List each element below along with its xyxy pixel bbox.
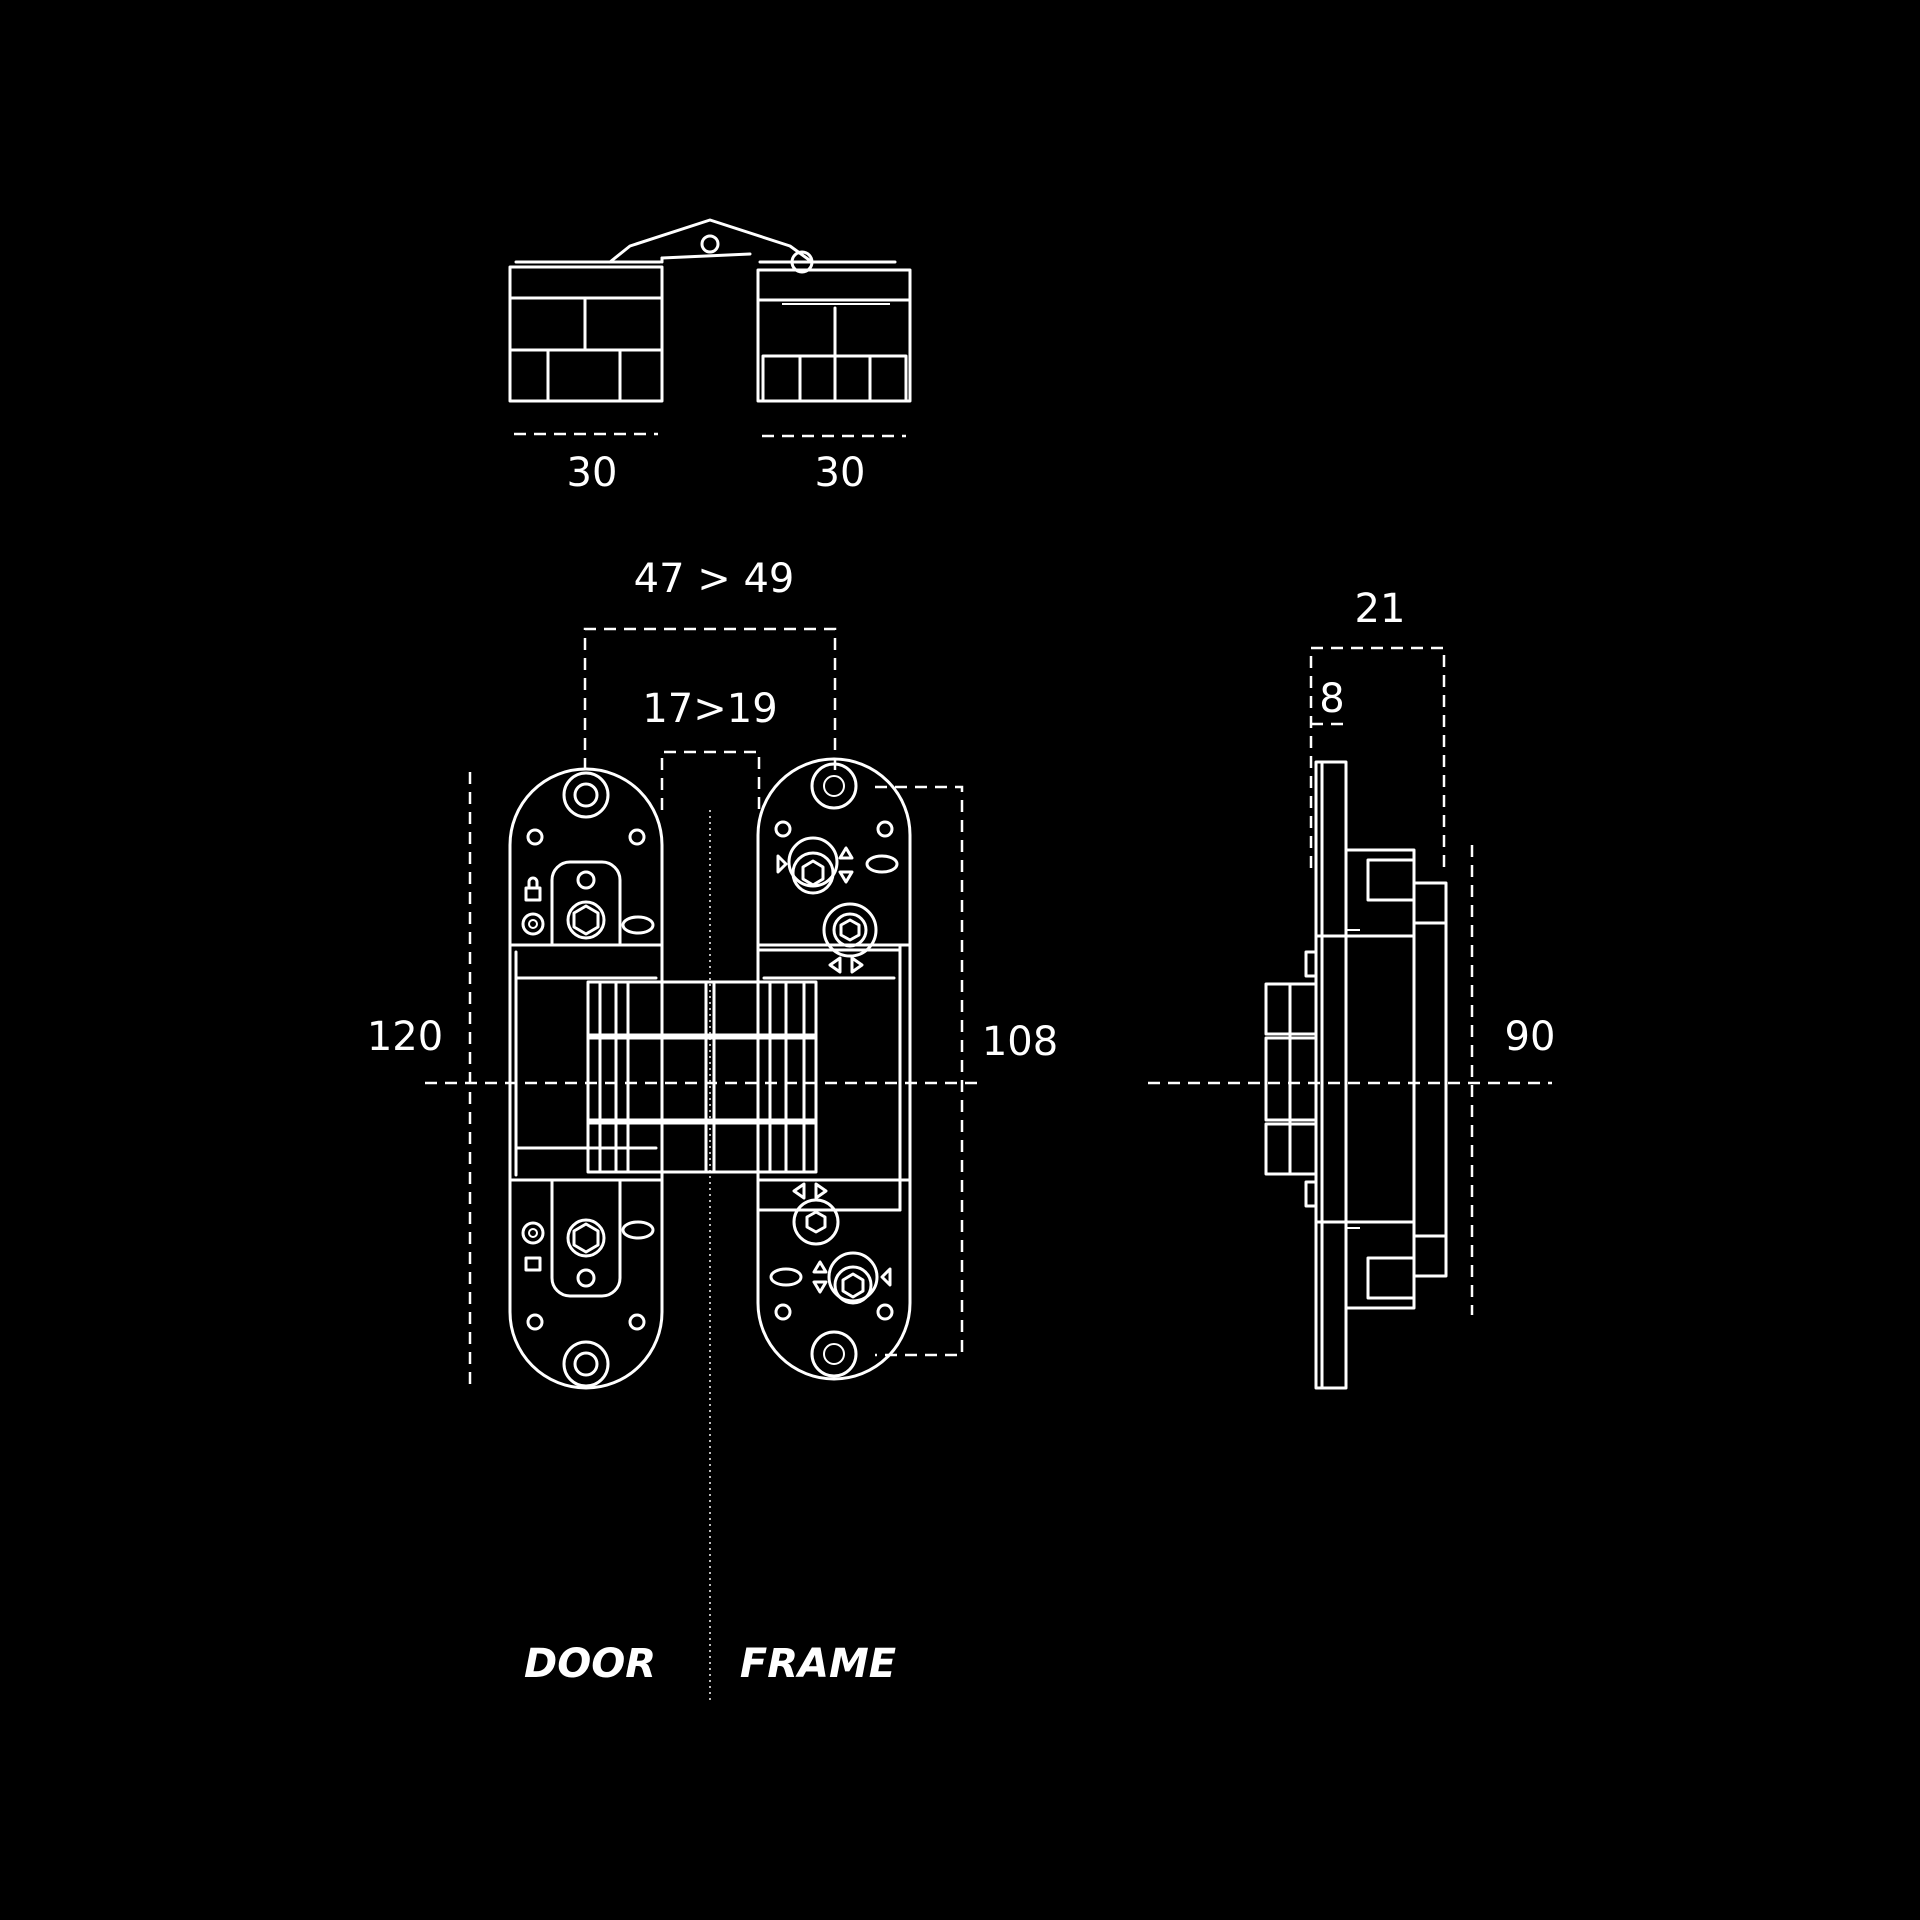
height-frame-dimension-line (875, 785, 964, 1357)
arrow-left-icon (828, 956, 842, 974)
top-left-width-label: 30 (567, 450, 618, 496)
overall-width-label: 47 > 49 (634, 556, 795, 602)
arrow-down-icon (838, 870, 854, 884)
top-view-pivot-arm (608, 218, 814, 274)
hinge-knuckle-body (586, 980, 818, 1174)
door-adjust-slot-top (621, 915, 655, 935)
arrow-down-icon-bottom (812, 1280, 828, 1294)
gap-width-label: 17>19 (642, 686, 777, 732)
rotate-adjust-icon-bottom (521, 1221, 545, 1245)
door-label: DOOR (524, 1641, 656, 1687)
top-right-width-label: 30 (815, 450, 866, 496)
top-view-door-block (508, 260, 664, 403)
arrow-right-small-icon (850, 956, 864, 974)
arrow-left-icon-bottom (792, 1182, 806, 1200)
arrow-up-icon-bottom (812, 1260, 828, 1274)
overall-width-dimension-line (583, 627, 837, 770)
side-profile (1264, 760, 1448, 1390)
arrow-up-icon (838, 846, 854, 860)
top-view: 30 30 (508, 218, 912, 496)
arrow-right-icon-bottom (814, 1182, 828, 1200)
unlock-icon (524, 1256, 542, 1272)
side-offset-label: 8 (1319, 676, 1344, 722)
frame-leaf (756, 757, 912, 1381)
frame-adjust-slot-bottom (769, 1267, 803, 1287)
arrow-left-icon-frame (880, 1267, 892, 1287)
height-overall-label: 120 (367, 1014, 443, 1060)
gap-width-dimension-line (660, 750, 761, 810)
side-depth-label: 21 (1355, 586, 1406, 632)
side-view: 21 8 90 (1148, 586, 1556, 1390)
lock-icon-shackle (527, 876, 539, 890)
side-depth-dimension-line (1309, 646, 1446, 870)
door-adjust-slot-bottom (621, 1220, 655, 1240)
side-height-label: 90 (1505, 1014, 1556, 1060)
arrow-right-icon (776, 854, 788, 874)
frame-label: FRAME (740, 1641, 896, 1687)
height-frame-label: 108 (982, 1019, 1058, 1065)
lock-icon (524, 886, 542, 902)
front-view: 47 > 49 17>19 120 108 (367, 556, 1058, 1700)
frame-adjust-slot-top (865, 854, 899, 874)
top-view-frame-block (756, 260, 912, 403)
rotate-adjust-icon-top (521, 912, 545, 936)
door-leaf (508, 767, 664, 1390)
